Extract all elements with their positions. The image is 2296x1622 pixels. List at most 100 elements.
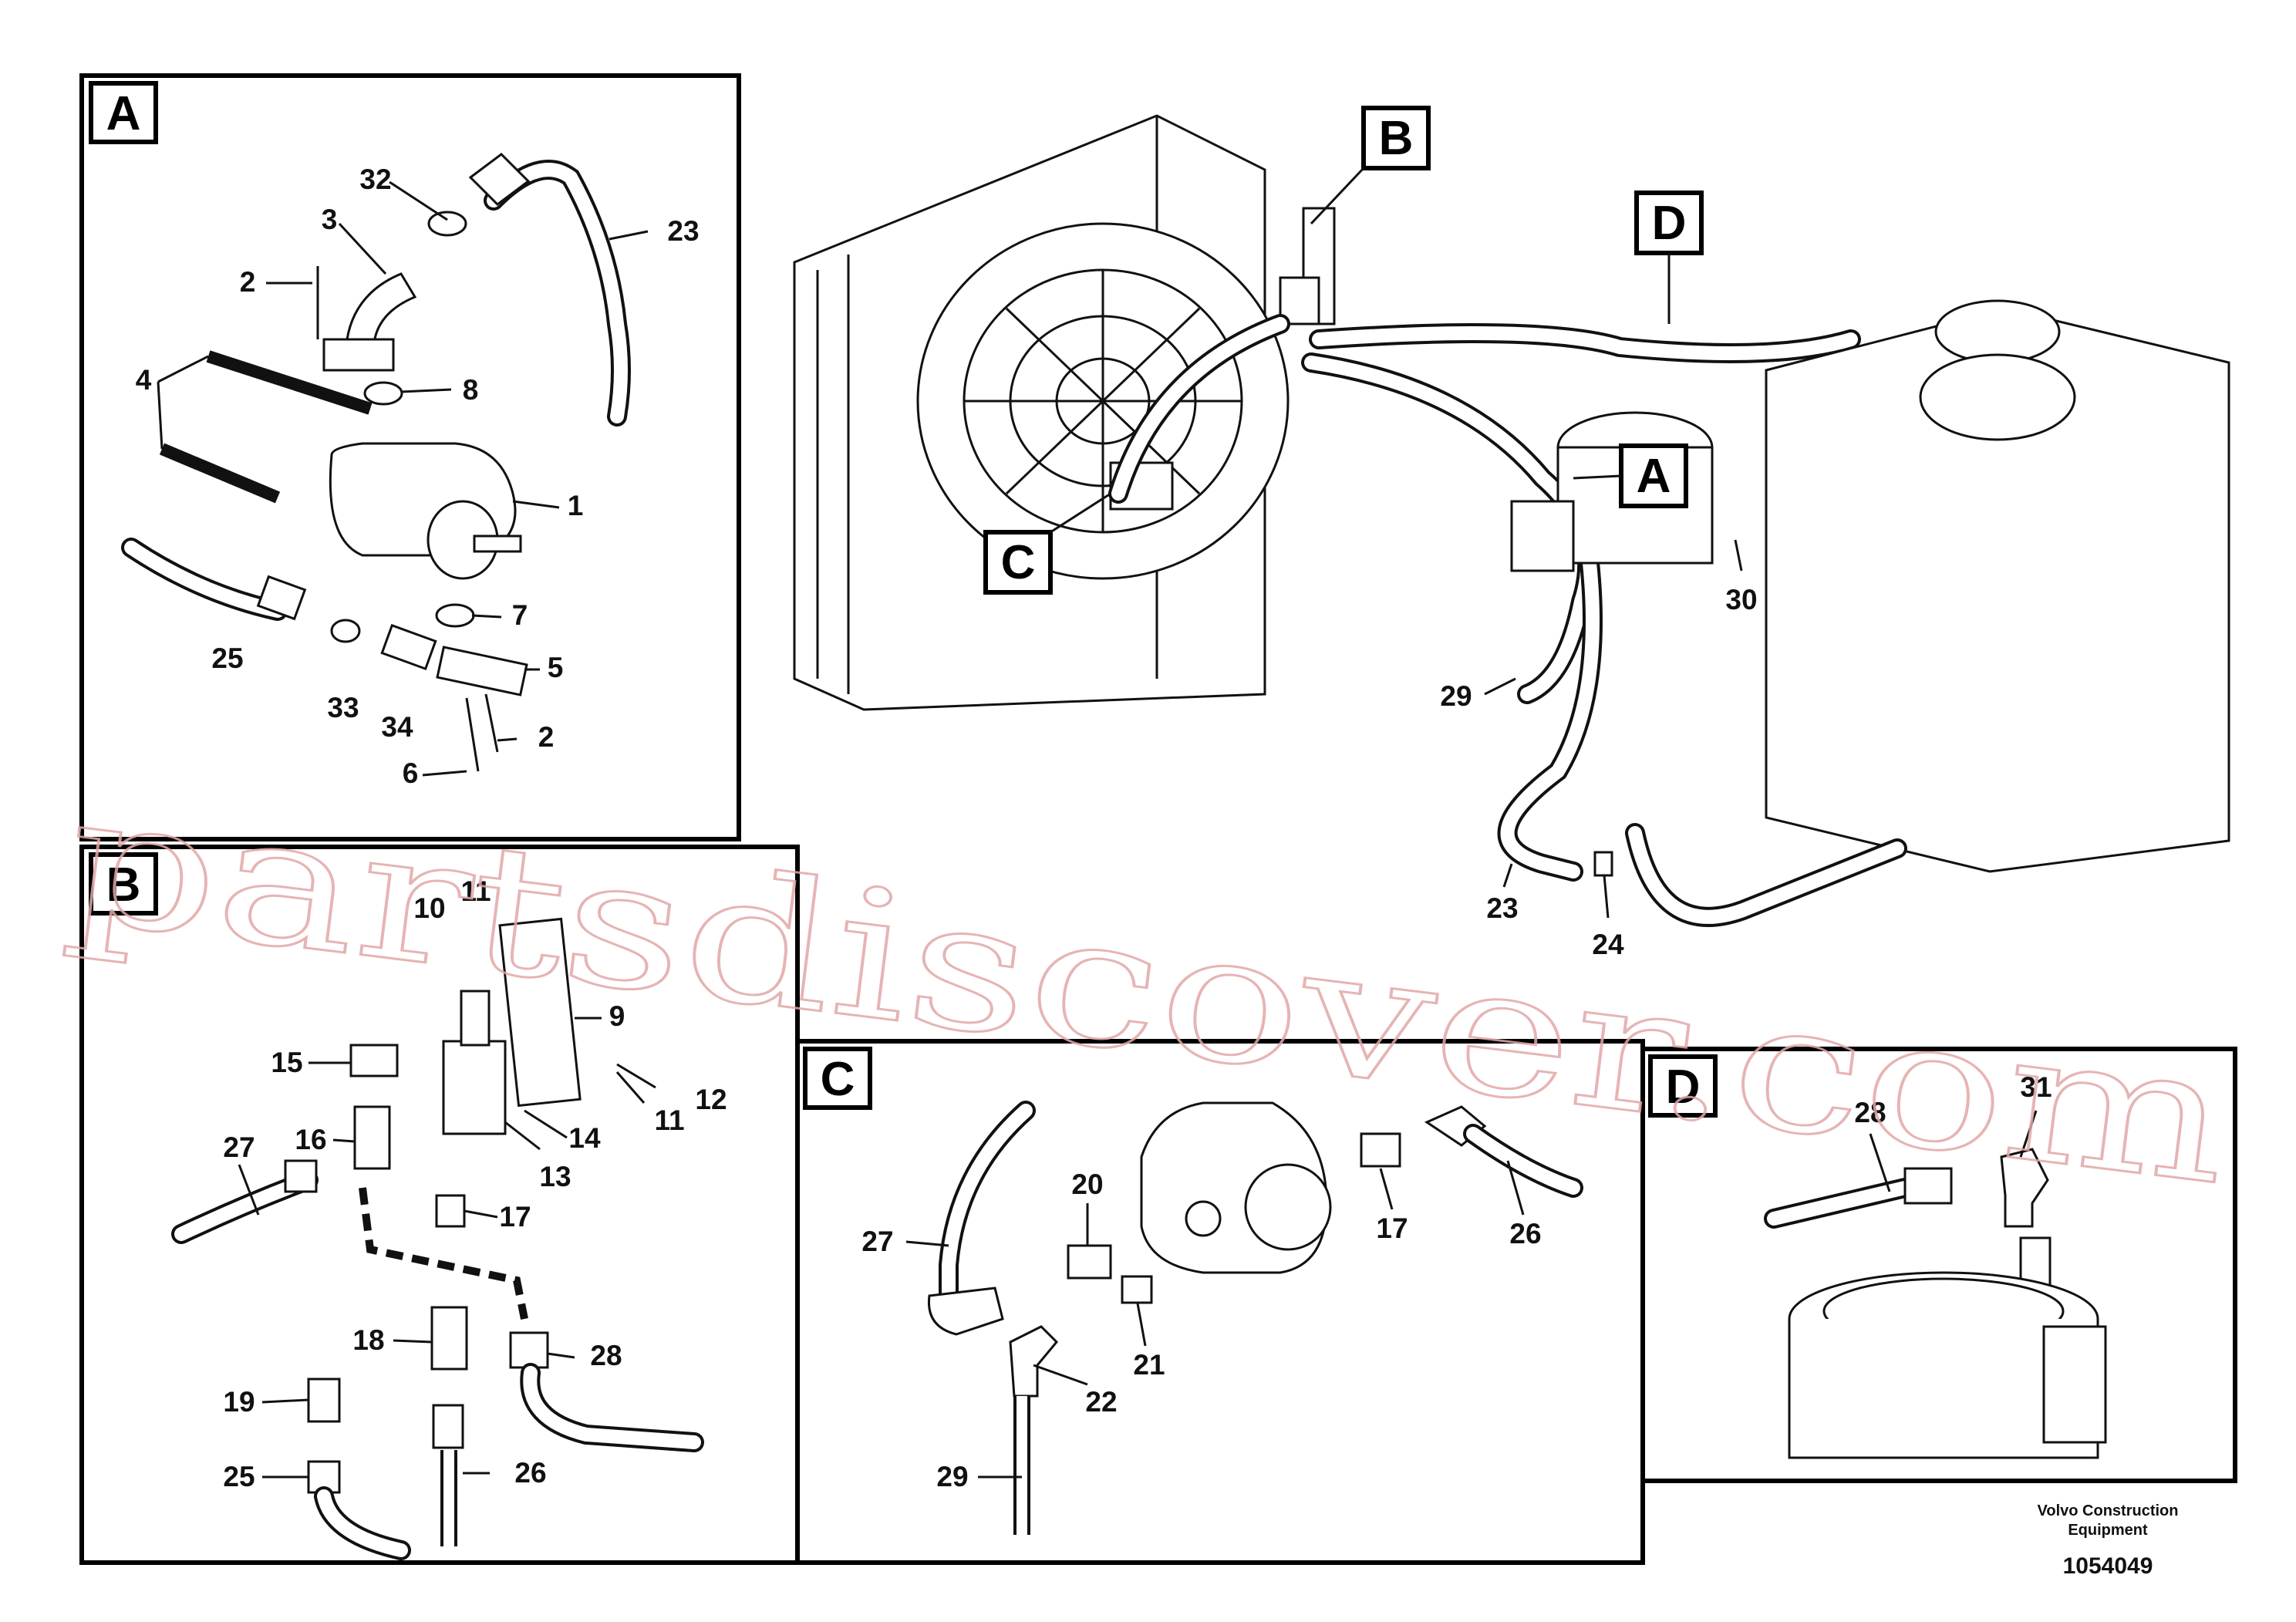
nut-fitting — [468, 153, 531, 206]
brand-line-2: Equipment — [2068, 1522, 2148, 1539]
tee-18 — [430, 1306, 468, 1371]
clamp-24 — [1593, 851, 1613, 877]
tag-a-box — [1619, 443, 1688, 508]
elbow-19 — [307, 1378, 341, 1423]
callout-b-10: 10 — [413, 892, 445, 924]
o-ring-8 — [363, 381, 403, 406]
callout-b-16: 16 — [295, 1124, 326, 1155]
nut-26 — [432, 1404, 464, 1449]
callout-a-23: 23 — [667, 215, 699, 247]
o-ring-7 — [435, 603, 475, 628]
hose-25-nut — [256, 575, 307, 621]
pump-port — [1185, 1200, 1222, 1237]
o-ring-33 — [330, 619, 361, 643]
panel-d: D 28 31 — [1640, 1047, 2237, 1483]
callout-a-2-lower: 2 — [538, 721, 555, 753]
plate-9 — [498, 917, 582, 1108]
callout-a-32: 32 — [359, 164, 391, 195]
pump-a — [1510, 500, 1575, 572]
adapter-17 — [1360, 1132, 1401, 1168]
o-ring-32 — [427, 211, 467, 237]
dashed-link — [359, 1187, 528, 1320]
tank-cap — [1934, 299, 2061, 364]
brand-line-1: Volvo Construction — [2038, 1502, 2179, 1519]
callout-a-6: 6 — [403, 757, 419, 789]
panel-c-letter: C — [821, 1053, 855, 1106]
callout-a-7: 7 — [512, 599, 528, 631]
callout-c-21: 21 — [1133, 1349, 1165, 1381]
callout-overview-24: 24 — [1592, 929, 1624, 960]
elbow-31 — [2000, 1148, 2049, 1228]
callout-b-26: 26 — [514, 1457, 546, 1489]
callout-b-28: 28 — [590, 1340, 622, 1371]
callout-a-34: 34 — [381, 711, 413, 743]
callout-a-8: 8 — [463, 374, 479, 406]
hose-27-nut — [284, 1159, 318, 1193]
bolt-4-lower — [159, 443, 281, 504]
callout-b-19: 19 — [223, 1386, 255, 1418]
elbow-15 — [349, 1044, 399, 1077]
flange-upper — [322, 338, 395, 372]
nut-28 — [1903, 1167, 1953, 1205]
panel-a-leaders — [157, 180, 649, 777]
callout-a-1: 1 — [568, 490, 584, 521]
valve-13 — [442, 1040, 507, 1135]
callout-b-12: 12 — [695, 1084, 727, 1115]
callout-c-17: 17 — [1376, 1212, 1408, 1244]
tank-cover — [1919, 353, 2076, 441]
tag-d: D — [1652, 197, 1687, 250]
tag-b-box — [1361, 106, 1431, 170]
tag-b: B — [1379, 112, 1414, 165]
overview-leaders — [1484, 539, 1743, 919]
tag-c-box — [983, 530, 1053, 595]
pump-shaft — [473, 534, 522, 553]
tag-a: A — [1637, 450, 1671, 503]
hose-23 — [484, 160, 631, 427]
flange-5 — [436, 646, 528, 696]
overview-assembly: B D A C 30 29 23 24 — [793, 106, 2230, 960]
callout-b-27: 27 — [223, 1131, 255, 1163]
panel-a: A — [79, 73, 741, 841]
valve-b — [1279, 276, 1320, 325]
panel-b-leaders — [238, 1017, 656, 1479]
valve-stem — [460, 990, 491, 1047]
callout-b-25: 25 — [223, 1461, 255, 1492]
callout-b-13: 13 — [539, 1161, 571, 1192]
callout-b-11-upper: 11 — [460, 875, 491, 907]
adapter-34 — [380, 623, 437, 671]
nut-25 — [307, 1460, 341, 1494]
callout-b-9: 9 — [609, 1000, 625, 1032]
adapter-17 — [435, 1194, 466, 1228]
panel-c: C 20 17 26 27 21 22 29 — [795, 1039, 1645, 1565]
bolt-6 — [465, 697, 480, 772]
callout-c-20: 20 — [1071, 1168, 1103, 1200]
tee-16 — [353, 1105, 391, 1170]
panel-c-leaders — [905, 1160, 1525, 1479]
callout-a-3: 3 — [322, 204, 338, 235]
panel-a-letter: A — [106, 87, 141, 140]
callout-c-27: 27 — [861, 1226, 893, 1257]
callout-b-15: 15 — [271, 1047, 302, 1078]
elbow-3 — [346, 272, 417, 345]
callout-a-5: 5 — [548, 652, 564, 683]
elbow-22 — [1009, 1325, 1059, 1398]
nut-28 — [509, 1331, 549, 1369]
bolt-2-lower — [484, 693, 499, 753]
plug-21 — [1121, 1275, 1153, 1304]
callout-b-18: 18 — [352, 1324, 384, 1356]
panel-d-letter: D — [1666, 1061, 1701, 1114]
callout-c-29: 29 — [936, 1461, 968, 1492]
callout-b-11-lower: 11 — [654, 1104, 684, 1136]
callout-a-33: 33 — [327, 692, 359, 723]
callout-c-22: 22 — [1085, 1386, 1117, 1418]
callout-d-28: 28 — [1854, 1097, 1886, 1128]
panel-b: B — [79, 845, 800, 1565]
callout-overview-30: 30 — [1725, 584, 1757, 615]
bolt-4-upper — [206, 350, 373, 415]
adapter-20 — [1067, 1244, 1112, 1280]
callout-overview-29: 29 — [1440, 680, 1472, 712]
panel-d-leaders — [1869, 1110, 2038, 1192]
panel-b-letter: B — [106, 858, 141, 912]
valve-block — [2042, 1325, 2107, 1444]
